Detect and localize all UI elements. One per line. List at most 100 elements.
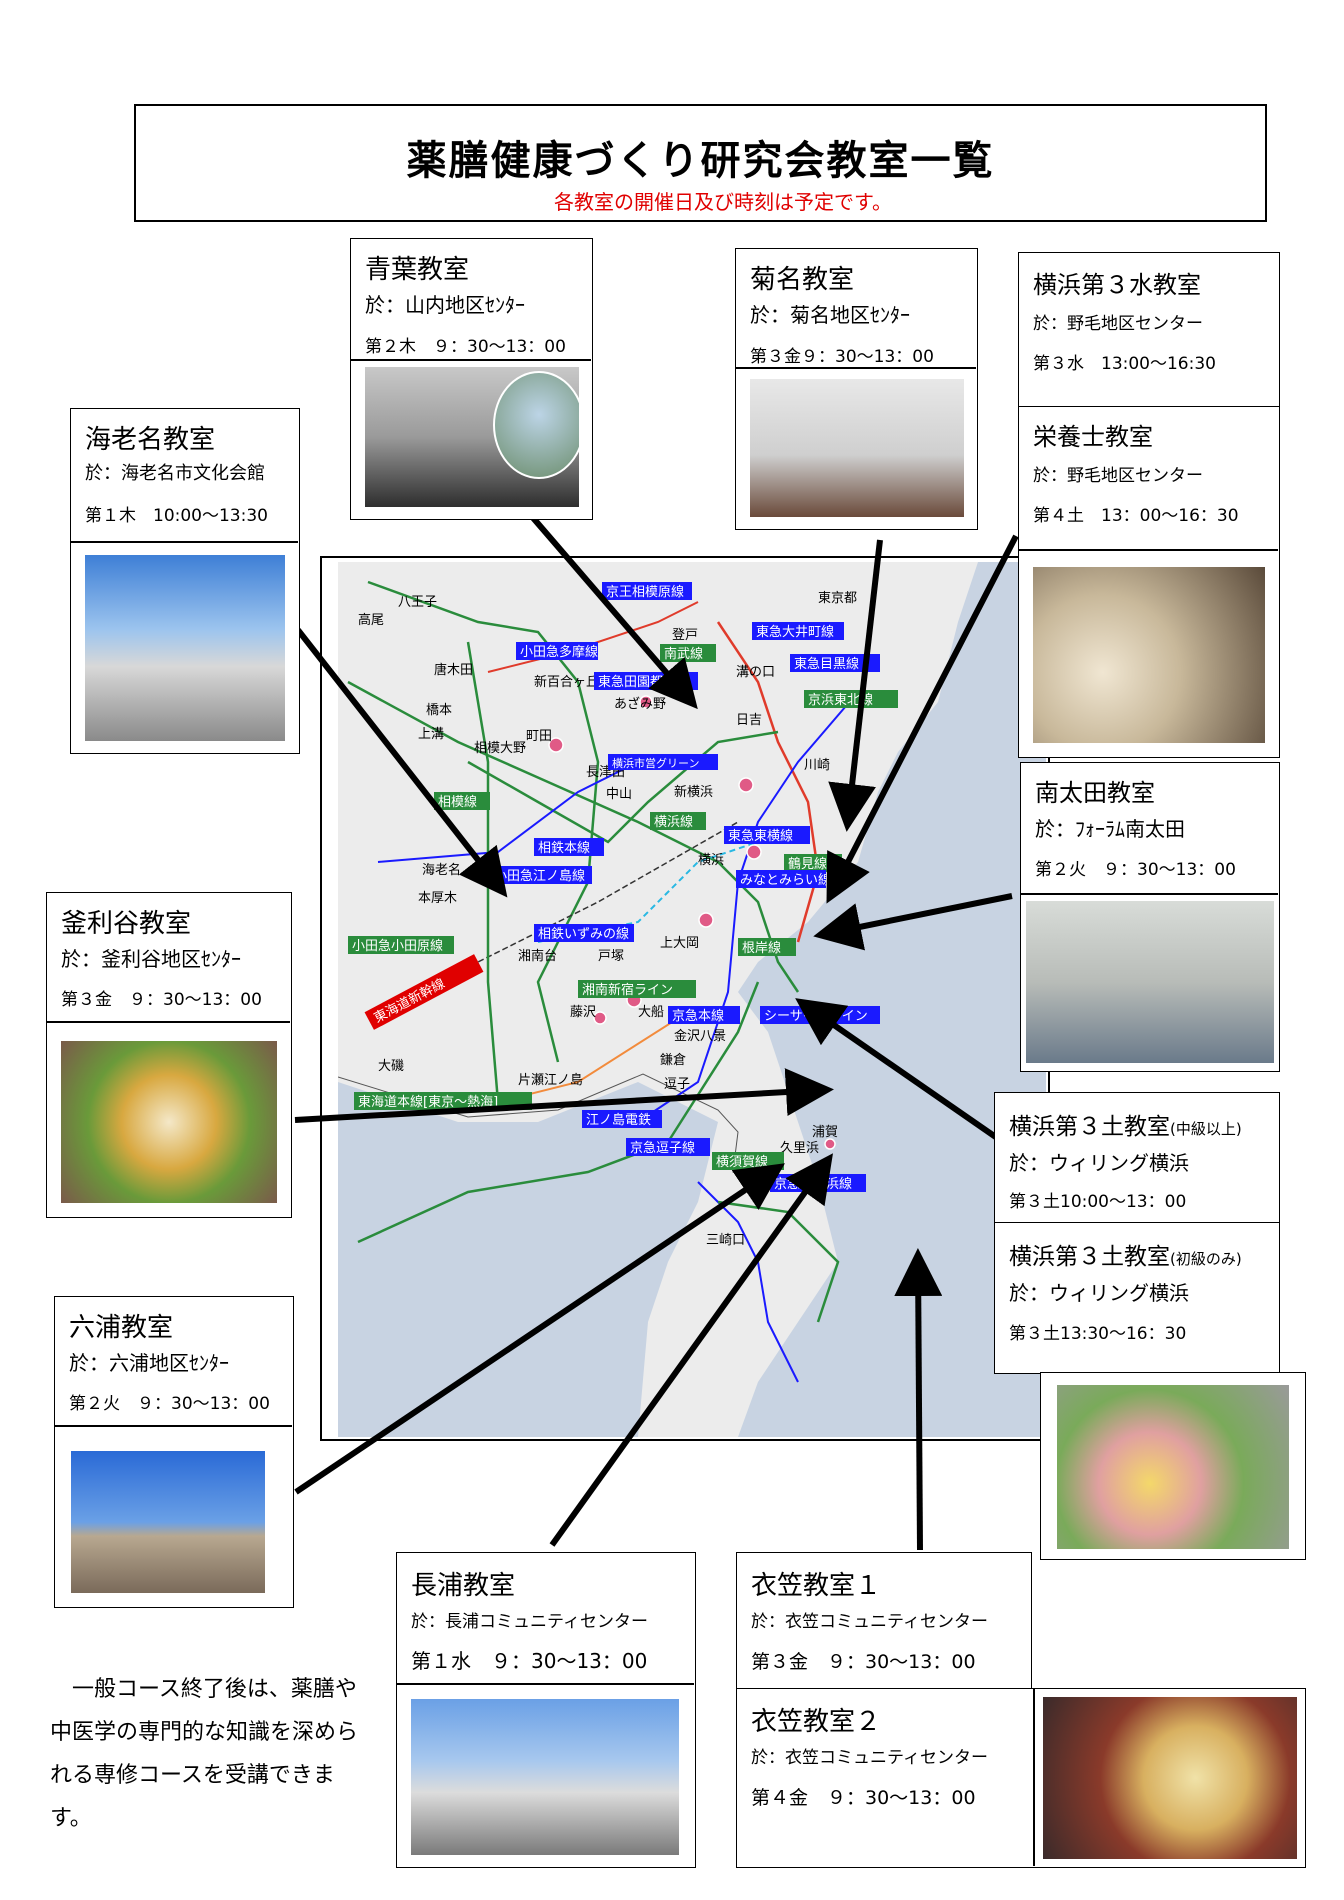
svg-text:高尾: 高尾 — [358, 612, 384, 628]
svg-text:本厚木: 本厚木 — [418, 891, 457, 906]
classroom-venue: 於：野毛地区センター — [1033, 466, 1203, 486]
svg-text:大磯: 大磯 — [378, 1059, 404, 1074]
svg-text:海老名: 海老名 — [422, 862, 461, 878]
classroom-yokohama-3sat-advanced: 横浜第３土教室(中級以上) 於：ウィリング横浜 第３土10:00～13：00 — [994, 1092, 1280, 1224]
svg-text:登戸: 登戸 — [672, 628, 698, 643]
class-photo — [1026, 901, 1274, 1063]
classroom-kamariya: 釜利谷教室 於：釜利谷地区ｾﾝﾀｰ 第３金 ９：30～13：00 — [46, 892, 292, 1218]
svg-text:相模大野: 相模大野 — [474, 741, 526, 756]
yokohama-3sat-photo-frame — [1040, 1372, 1306, 1560]
svg-text:唐木田: 唐木田 — [434, 662, 473, 678]
svg-text:八王子: 八王子 — [398, 595, 437, 610]
svg-text:上溝: 上溝 — [418, 727, 444, 742]
classroom-schedule: 第３土10:00～13：00 — [1009, 1192, 1187, 1212]
classroom-yokohama-3wed: 横浜第３水教室 於：野毛地区センター 第３水 13:00～16:30 — [1018, 252, 1280, 408]
classroom-name: 海老名教室 — [85, 425, 216, 455]
classroom-kikuna: 菊名教室 於：菊名地区ｾﾝﾀｰ 第３金９：30～13：00 — [735, 248, 978, 530]
classroom-level: (初級のみ) — [1170, 1250, 1242, 1268]
svg-text:橋本: 橋本 — [426, 703, 452, 718]
svg-text:横浜市営グリーン: 横浜市営グリーン — [612, 756, 699, 770]
food-photo — [1033, 567, 1265, 743]
svg-text:根岸線: 根岸線 — [742, 940, 781, 956]
classroom-kinugasa1: 衣笠教室１ 於：衣笠コミュニティセンター 第３金 ９：30～13：00 — [736, 1552, 1032, 1692]
classroom-name: 衣笠教室１ — [751, 1571, 882, 1601]
svg-text:中山: 中山 — [606, 787, 632, 802]
svg-text:新横浜: 新横浜 — [674, 784, 713, 800]
svg-text:金沢八景: 金沢八景 — [674, 1028, 726, 1044]
svg-text:京王相模原線: 京王相模原線 — [606, 584, 684, 600]
svg-text:小田急江ノ島線: 小田急江ノ島線 — [494, 868, 585, 884]
svg-text:南武線: 南武線 — [664, 646, 703, 662]
svg-text:湘南新宿ライン: 湘南新宿ライン — [582, 982, 673, 998]
classroom-venue: 於：六浦地区ｾﾝﾀｰ — [69, 1351, 229, 1375]
classroom-venue: 於：ウィリング横浜 — [1009, 1281, 1189, 1305]
svg-text:東急田園都市線: 東急田園都市線 — [598, 674, 689, 690]
svg-text:三崎口: 三崎口 — [706, 1233, 745, 1248]
svg-text:相模線: 相模線 — [438, 794, 477, 810]
classroom-venue: 於：衣笠コミュニティセンター — [751, 1612, 988, 1632]
route-map: 八王子高尾唐木田橋本上溝町田相模大野長津田中山新横浜海老名本厚木大和横浜上大岡湘… — [320, 556, 1050, 1441]
classroom-schedule: 第１水 ９：30～13：00 — [411, 1649, 648, 1673]
venue-photo — [85, 555, 285, 741]
page-subtitle: 各教室の開催日及び時刻は予定です。 — [554, 190, 892, 214]
classroom-venue: 於：ウィリング横浜 — [1009, 1151, 1189, 1175]
venue-photo — [365, 367, 579, 507]
svg-text:日吉: 日吉 — [736, 713, 762, 728]
classroom-venue: 於：衣笠コミュニティセンター — [751, 1748, 988, 1768]
classroom-venue: 於：ﾌｫｰﾗﾑ南太田 — [1035, 817, 1185, 841]
svg-text:湘南台: 湘南台 — [518, 948, 557, 964]
svg-text:大船: 大船 — [638, 1005, 664, 1020]
food-photo — [1043, 1697, 1297, 1859]
classroom-schedule: 第２火 ９：30～13：00 — [69, 1394, 270, 1414]
svg-text:横須賀線: 横須賀線 — [716, 1154, 768, 1170]
classroom-level: (中級以上) — [1170, 1120, 1242, 1138]
classroom-nagaura: 長浦教室 於：長浦コミュニティセンター 第１水 ９：30～13：00 — [396, 1552, 696, 1868]
classroom-eiyoushi: 栄養士教室 於：野毛地区センター 第４土 13：00～16：30 — [1018, 406, 1280, 758]
svg-text:京急本線: 京急本線 — [672, 1008, 724, 1024]
venue-photo — [750, 379, 964, 517]
svg-text:横浜線: 横浜線 — [654, 814, 693, 830]
svg-text:鎌倉: 鎌倉 — [660, 1053, 686, 1068]
classroom-kinugasa2: 衣笠教室２ 於：衣笠コミュニティセンター 第４金 ９：30～13：00 — [736, 1688, 1306, 1868]
svg-text:みなとみらい線: みなとみらい線 — [740, 872, 831, 888]
svg-text:相鉄いずみの線: 相鉄いずみの線 — [538, 926, 629, 942]
classroom-minamiota: 南太田教室 於：ﾌｫｰﾗﾑ南太田 第２火 ９：30～13：00 — [1020, 762, 1280, 1072]
classroom-name: 菊名教室 — [750, 265, 855, 295]
svg-text:京急逗子線: 京急逗子線 — [630, 1140, 695, 1156]
title-box: 薬膳健康づくり研究会教室一覧 各教室の開催日及び時刻は予定です。 — [134, 104, 1267, 222]
classroom-venue: 於：野毛地区センター — [1033, 314, 1203, 334]
classroom-venue: 於：長浦コミュニティセンター — [411, 1612, 648, 1632]
classroom-name: 釜利谷教室 — [61, 909, 192, 939]
classroom-mutsuura: 六浦教室 於：六浦地区ｾﾝﾀｰ 第２火 ９：30～13：00 — [54, 1296, 294, 1608]
venue-photo — [411, 1699, 679, 1855]
classroom-venue: 於：菊名地区ｾﾝﾀｰ — [750, 303, 910, 327]
classroom-name: 衣笠教室２ — [751, 1707, 882, 1737]
classroom-aoba: 青葉教室 於：山内地区ｾﾝﾀｰ 第２木 ９：30～13：00 — [350, 238, 593, 520]
classroom-name: 青葉教室 — [365, 255, 470, 285]
svg-text:東海道本線[東京～熱海]: 東海道本線[東京～熱海] — [358, 1094, 498, 1110]
svg-text:江ノ島電鉄: 江ノ島電鉄 — [586, 1113, 651, 1128]
classroom-schedule: 第３金 ９：30～13：00 — [751, 1651, 976, 1673]
classroom-ebina: 海老名教室 於：海老名市文化会館 第１木 10:00～13:30 — [70, 408, 300, 754]
svg-text:川崎: 川崎 — [804, 758, 830, 773]
svg-text:新百合ヶ丘: 新百合ヶ丘 — [534, 674, 599, 690]
svg-text:京浜東北線: 京浜東北線 — [808, 692, 873, 708]
svg-text:鶴見線: 鶴見線 — [788, 856, 827, 872]
svg-text:片瀬江ノ島: 片瀬江ノ島 — [518, 1073, 583, 1088]
classroom-venue: 於：釜利谷地区ｾﾝﾀｰ — [61, 947, 241, 971]
venue-photo — [71, 1451, 265, 1593]
classroom-schedule: 第３金９：30～13：00 — [750, 347, 934, 367]
classroom-schedule: 第４土 13：00～16：30 — [1033, 506, 1239, 526]
svg-text:東急東横線: 東急東横線 — [728, 828, 793, 844]
classroom-name: 六浦教室 — [69, 1313, 174, 1343]
svg-text:あざみ野: あざみ野 — [614, 696, 666, 712]
classroom-schedule: 第３金 ９：30～13：00 — [61, 990, 262, 1010]
svg-text:逗子: 逗子 — [664, 1077, 690, 1092]
classroom-schedule: 第２火 ９：30～13：00 — [1035, 860, 1236, 880]
course-note: 一般コース終了後は、薬膳や中医学の専門的な知識を深められる専修コースを受講できま… — [50, 1677, 359, 1831]
page-title: 薬膳健康づくり研究会教室一覧 — [406, 137, 995, 184]
svg-text:相鉄本線: 相鉄本線 — [538, 840, 590, 856]
classroom-yokohama-3sat-beginner: 横浜第３土教室(初級のみ) 於：ウィリング横浜 第３土13:30～16：30 — [994, 1222, 1280, 1374]
svg-text:シーサイドライン: シーサイドライン — [764, 1009, 868, 1024]
food-photo — [61, 1041, 277, 1203]
